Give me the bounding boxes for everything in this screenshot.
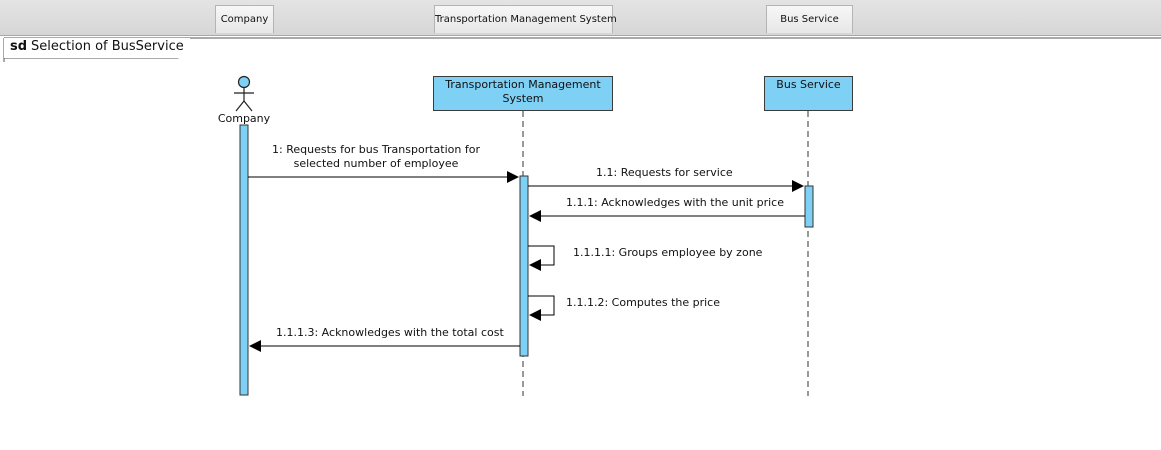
message-1-1-1-1-arrow — [528, 245, 555, 271]
message-1-1-1-2-label: 1.1.1.2: Computes the price — [566, 296, 720, 309]
activation-bus-service — [804, 185, 814, 228]
message-1-1-1-2-arrow — [528, 295, 555, 321]
frame-name: Selection of BusService — [31, 39, 184, 54]
lifeline-head-tms[interactable]: Transportation Management System — [433, 76, 613, 111]
lifeline-head-tms-line2: System — [502, 92, 544, 105]
lifeline-head-bus-label: Bus Service — [776, 78, 841, 91]
message-1-label: 1: Requests for bus Transportation for s… — [262, 143, 490, 171]
lifeline-head-bus-service[interactable]: Bus Service — [764, 76, 853, 111]
actor-company-label: Company — [217, 112, 271, 125]
message-1-1-1-3-label: 1.1.1.3: Acknowledges with the total cos… — [276, 326, 504, 339]
message-1-label-line2: selected number of employee — [293, 157, 459, 170]
tab-company[interactable]: Company — [215, 5, 274, 33]
activation-company — [239, 124, 249, 396]
message-1-1-1-1-label: 1.1.1.1: Groups employee by zone — [573, 246, 763, 259]
message-1-1-1-label: 1.1.1: Acknowledges with the unit price — [566, 196, 784, 209]
message-1-1-label: 1.1: Requests for service — [596, 166, 733, 179]
tab-bus-service[interactable]: Bus Service — [766, 5, 853, 33]
tab-transportation-management-system[interactable]: Transportation Management System — [434, 5, 617, 33]
frame-keyword: sd — [10, 39, 28, 54]
lifeline-head-tms-line1: Transportation Management — [445, 78, 601, 91]
activation-tms — [519, 175, 529, 357]
message-1-label-line1: 1: Requests for bus Transportation for — [272, 143, 480, 156]
actor-icon — [234, 75, 254, 112]
